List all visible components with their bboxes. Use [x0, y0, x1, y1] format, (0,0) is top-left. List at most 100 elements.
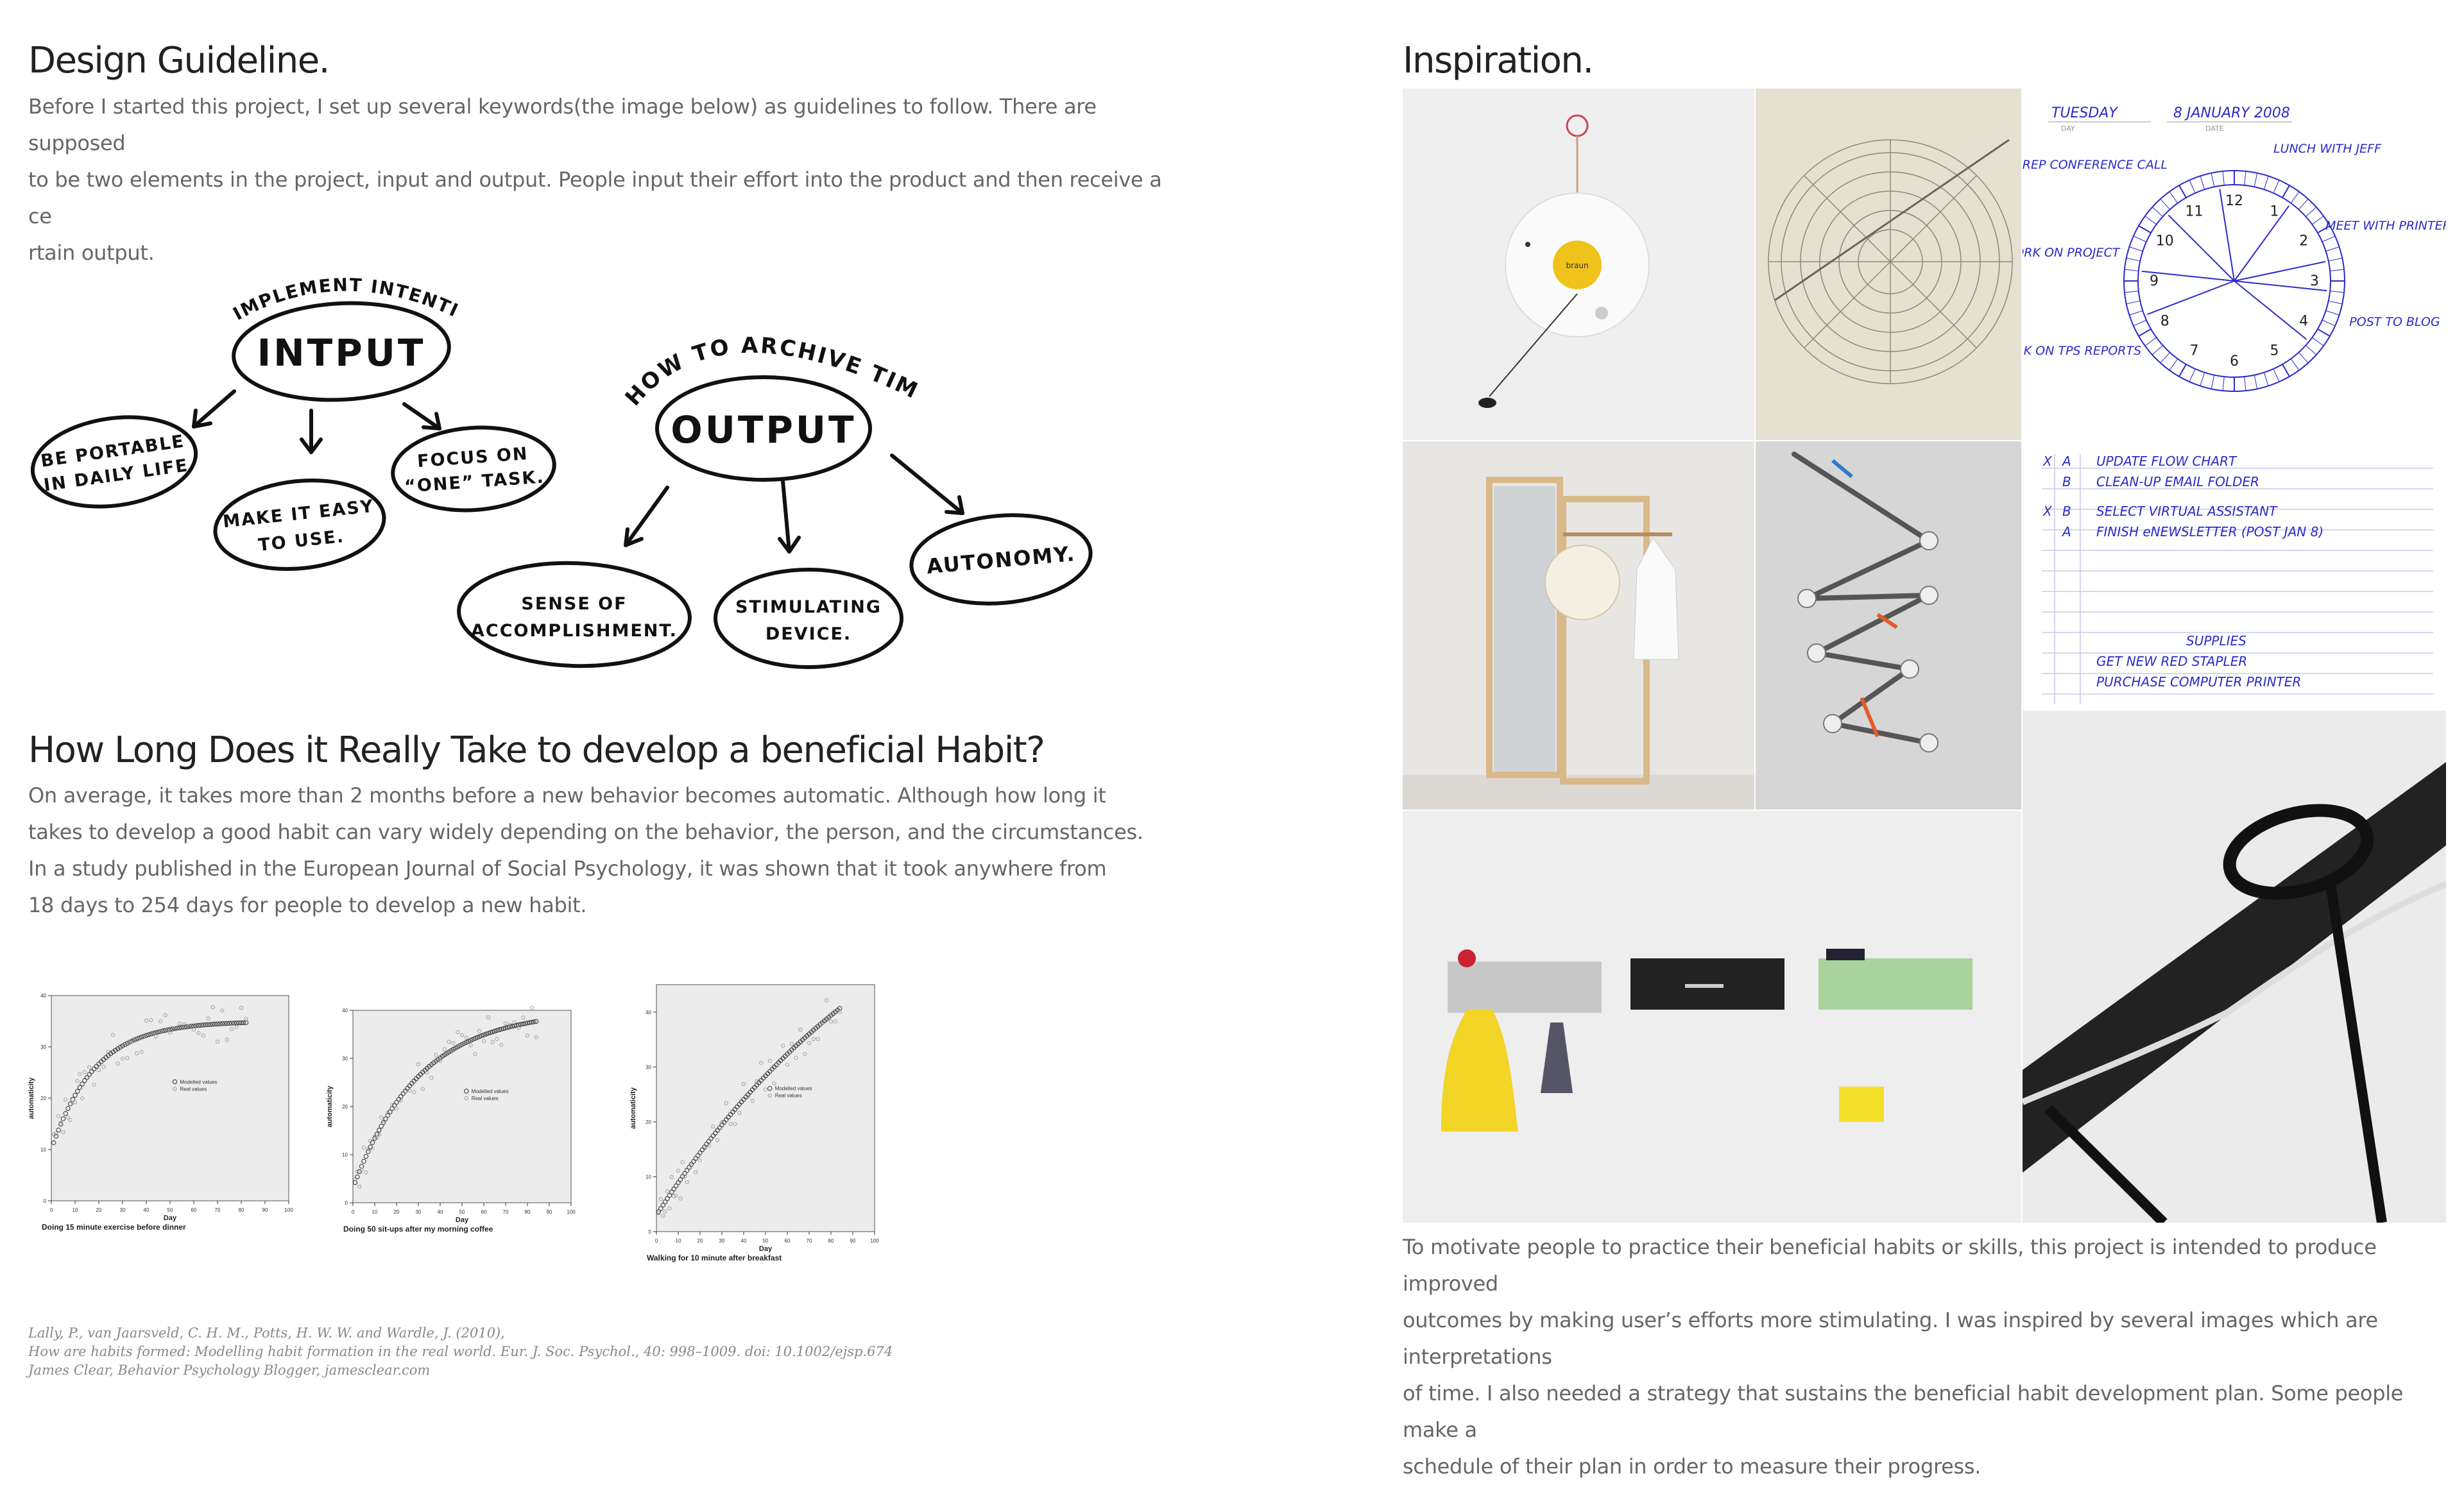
modelled-point [525, 1021, 530, 1026]
modelled-point [58, 1121, 64, 1127]
real-point [125, 1056, 130, 1060]
real-point [101, 1064, 106, 1069]
real-point [173, 1026, 177, 1031]
modelled-point [492, 1028, 497, 1034]
x-tick-label: 10 [73, 1207, 78, 1213]
y-tick-label: 30 [646, 1064, 651, 1070]
output-arc-label: HOW TO ARCHIVE TIME? [19, 257, 923, 411]
input-label: INTPUT [257, 331, 426, 375]
real-point [377, 1132, 381, 1137]
supply-item: GET NEW RED STAPLER [2096, 654, 2247, 669]
real-point [394, 1106, 399, 1111]
x-tick-label: 30 [416, 1209, 422, 1215]
task-text: UPDATE FLOW CHART [2096, 454, 2237, 469]
real-point [182, 1022, 187, 1026]
modelled-point [196, 1023, 201, 1028]
modelled-point [529, 1019, 535, 1025]
clock-number: 5 [2270, 343, 2279, 359]
clock-tick [2200, 176, 2205, 190]
clock-tick [2328, 257, 2343, 262]
clock-tick [2189, 368, 2196, 382]
real-point [759, 1060, 764, 1065]
ruler-sculpture-illustration [2023, 711, 2446, 1223]
easy-bubble [213, 478, 386, 572]
modelled-point [488, 1030, 493, 1035]
modelled-point [60, 1116, 66, 1121]
modelled-point [203, 1022, 209, 1028]
real-point [65, 1115, 70, 1119]
modelled-point [115, 1046, 121, 1051]
x-tick-label: 70 [503, 1209, 509, 1215]
clock-tick [2322, 235, 2336, 242]
modelled-point [177, 1025, 182, 1030]
photo-kinetic-arms [1756, 441, 2021, 810]
clock-tick [2298, 198, 2309, 210]
real-point [210, 1005, 215, 1010]
real-point [706, 1144, 711, 1148]
clock-tick [2126, 300, 2141, 305]
modelled-point [110, 1049, 116, 1055]
modelled-point [479, 1033, 484, 1039]
real-point [689, 1164, 694, 1168]
modelled-point [468, 1038, 474, 1043]
real-point [697, 1158, 703, 1162]
x-tick-label: 0 [352, 1209, 355, 1215]
real-point [674, 1194, 678, 1198]
clock-tick [2263, 372, 2269, 386]
modelled-point [514, 1023, 519, 1028]
real-point [833, 1019, 837, 1024]
real-point [92, 1082, 96, 1087]
paragraph-line: of time. I also needed a strategy that s… [1403, 1381, 2404, 1442]
clock-hand [2147, 280, 2235, 315]
modelled-point [475, 1035, 480, 1040]
clock-tick [2330, 269, 2345, 271]
y-tick-label: 0 [345, 1200, 348, 1206]
reference-line: James Clear, Behavior Psychology Blogger… [28, 1362, 431, 1378]
modelled-point [461, 1040, 467, 1046]
modelled-point [466, 1039, 471, 1044]
x-tick-label: 50 [763, 1238, 769, 1244]
clock-tick [2322, 319, 2336, 327]
task-priority: B [2062, 474, 2071, 489]
real-point [379, 1115, 384, 1120]
task-priority: A [2061, 524, 2071, 539]
legend-modelled: Modelled values [180, 1079, 217, 1085]
x-tick-label: 40 [144, 1207, 150, 1213]
modelled-point [162, 1028, 168, 1033]
clock-hand [2219, 189, 2235, 282]
real-point [811, 1037, 816, 1042]
real-point [486, 1015, 490, 1019]
real-point [355, 1169, 359, 1174]
clock-tick [2317, 328, 2331, 337]
real-point [56, 1114, 61, 1118]
clock-tick [2273, 180, 2280, 194]
autonomy-bubble [909, 513, 1093, 606]
real-point [447, 1040, 451, 1044]
real-point [680, 1160, 685, 1165]
x-tick-label: 10 [676, 1238, 681, 1244]
modelled-point [227, 1021, 232, 1026]
output-label: OUTPUT [671, 408, 856, 452]
real-point [667, 1206, 672, 1210]
real-point [230, 1027, 234, 1031]
braun-clock-illustration: braun [1403, 89, 1754, 440]
real-point [163, 1013, 167, 1017]
easy-line-1: MAKE IT EASY [222, 496, 375, 532]
paragraph-line: On average, it takes more than 2 months … [28, 783, 1106, 808]
modelled-point [165, 1027, 171, 1033]
modelled-point [678, 1177, 683, 1182]
modelled-point [208, 1022, 213, 1027]
clock-number: 7 [2190, 343, 2199, 359]
modelled-point [494, 1028, 500, 1033]
modelled-point [533, 1019, 539, 1024]
real-point [685, 1180, 689, 1184]
clock-tick [2133, 319, 2147, 327]
modelled-point [239, 1020, 244, 1026]
real-point [239, 1006, 244, 1010]
real-point [789, 1042, 794, 1046]
supply-item: PURCHASE COMPUTER PRINTER [2096, 674, 2301, 690]
real-point [772, 1081, 776, 1085]
x-tick-label: 20 [697, 1238, 703, 1244]
real-point [803, 1051, 807, 1056]
